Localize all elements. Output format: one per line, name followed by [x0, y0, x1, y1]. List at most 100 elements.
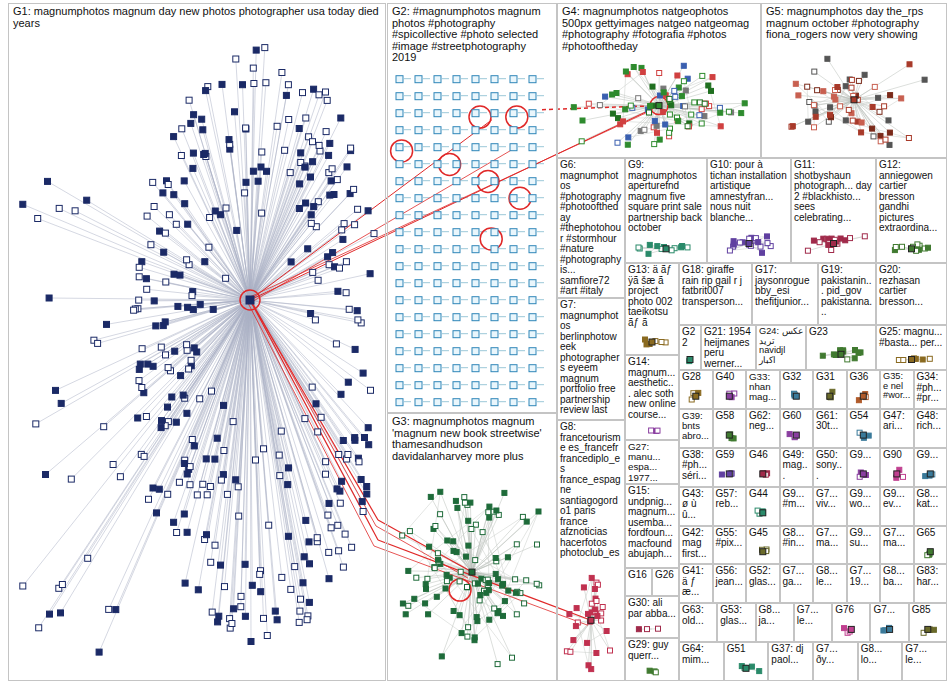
vertex-square: [286, 465, 292, 471]
vertex-square: [415, 263, 422, 270]
vertex-square: [663, 122, 668, 127]
vertex-square: [858, 350, 863, 355]
edge-line: [472, 572, 499, 611]
vertex-square: [731, 242, 736, 247]
edge-line: [518, 180, 525, 181]
vertex-square: [614, 91, 619, 96]
edge-line: [250, 202, 318, 300]
vertex-square: [843, 84, 848, 89]
vertex-square: [396, 229, 403, 236]
vertex-square: [407, 529, 412, 534]
vertex-square: [285, 482, 291, 488]
vertex-square: [262, 45, 268, 51]
vertex-square: [169, 394, 175, 400]
vertex-square: [647, 110, 652, 115]
edge-line: [461, 299, 468, 300]
vertex-square: [251, 81, 257, 87]
vertex-square: [396, 195, 403, 202]
edge-line: [499, 299, 506, 300]
edge-line: [442, 401, 449, 402]
vertex-square: [432, 566, 437, 571]
vertex-square: [250, 168, 256, 174]
vertex-square: [843, 238, 848, 243]
vertex-square: [396, 314, 403, 321]
vertex-square: [243, 126, 249, 132]
vertex-square: [179, 126, 185, 132]
edge-line: [250, 118, 306, 300]
vertex-square: [184, 529, 190, 535]
edge-line: [480, 282, 487, 283]
edge-line: [488, 512, 508, 590]
vertex-square: [214, 435, 220, 441]
vertex-square: [85, 555, 91, 561]
edge-line: [404, 146, 411, 147]
vertex-square: [472, 178, 479, 185]
highlight-circle: [506, 106, 528, 128]
vertex-square: [529, 280, 536, 287]
vertex-square: [462, 495, 467, 500]
vertex-square: [667, 96, 672, 101]
edge-line: [423, 333, 430, 334]
vertex-square: [307, 561, 313, 567]
vertex-square: [232, 109, 238, 115]
vertex-square: [185, 304, 191, 310]
edge-line: [71, 300, 250, 479]
edge-line: [250, 300, 378, 540]
edge-line: [404, 129, 411, 130]
edge-line: [461, 95, 468, 96]
vertex-square: [468, 500, 473, 505]
vertex-square: [304, 617, 310, 623]
edge-line: [153, 182, 250, 300]
vertex-square: [529, 399, 536, 406]
edge-line: [138, 300, 250, 418]
vertex-square: [852, 356, 857, 361]
vertex-square: [806, 119, 811, 124]
edge-line: [250, 300, 306, 520]
vertex-square: [313, 401, 319, 407]
vertex-square: [162, 319, 168, 325]
edge-line: [880, 98, 902, 111]
vertex-square: [396, 348, 403, 355]
vertex-square: [188, 120, 194, 126]
edge-line: [423, 146, 430, 147]
edge-line: [423, 180, 430, 181]
edge-line: [250, 300, 361, 480]
edge-line: [226, 208, 250, 300]
vertex-square: [529, 127, 536, 134]
vertex-square: [117, 474, 123, 480]
vertex-square: [218, 212, 224, 218]
vertex-square: [878, 139, 883, 144]
edge-line: [537, 197, 544, 198]
vertex-square: [513, 590, 518, 595]
vertex-square: [529, 382, 536, 389]
edge-line: [461, 367, 468, 368]
vertex-square: [181, 461, 187, 467]
vertex-square: [415, 144, 422, 151]
vertex-square: [524, 519, 529, 524]
edge-line: [537, 333, 544, 334]
edge-line: [250, 300, 369, 445]
edge-line: [537, 384, 544, 385]
vertex-square: [327, 192, 333, 198]
edge-line: [537, 129, 544, 130]
edge-line: [518, 231, 525, 232]
vertex-square: [850, 118, 855, 123]
edge-line: [250, 167, 347, 300]
vertex-square: [189, 437, 195, 443]
vertex-square: [815, 88, 820, 93]
vertex-square: [243, 179, 249, 185]
edge-line: [250, 300, 371, 390]
vertex-dots: [20, 45, 937, 675]
edge-line: [461, 231, 468, 232]
vertex-square: [510, 263, 517, 270]
vertex-square: [805, 84, 810, 89]
edge-line: [75, 211, 250, 300]
edge-line: [456, 501, 472, 572]
vertex-square: [510, 127, 517, 134]
vertex-square: [343, 259, 349, 265]
edge-line: [592, 578, 601, 621]
vertex-square: [926, 245, 931, 250]
vertex-square: [253, 457, 259, 463]
edge-line: [442, 231, 449, 232]
vertex-square: [258, 589, 264, 595]
